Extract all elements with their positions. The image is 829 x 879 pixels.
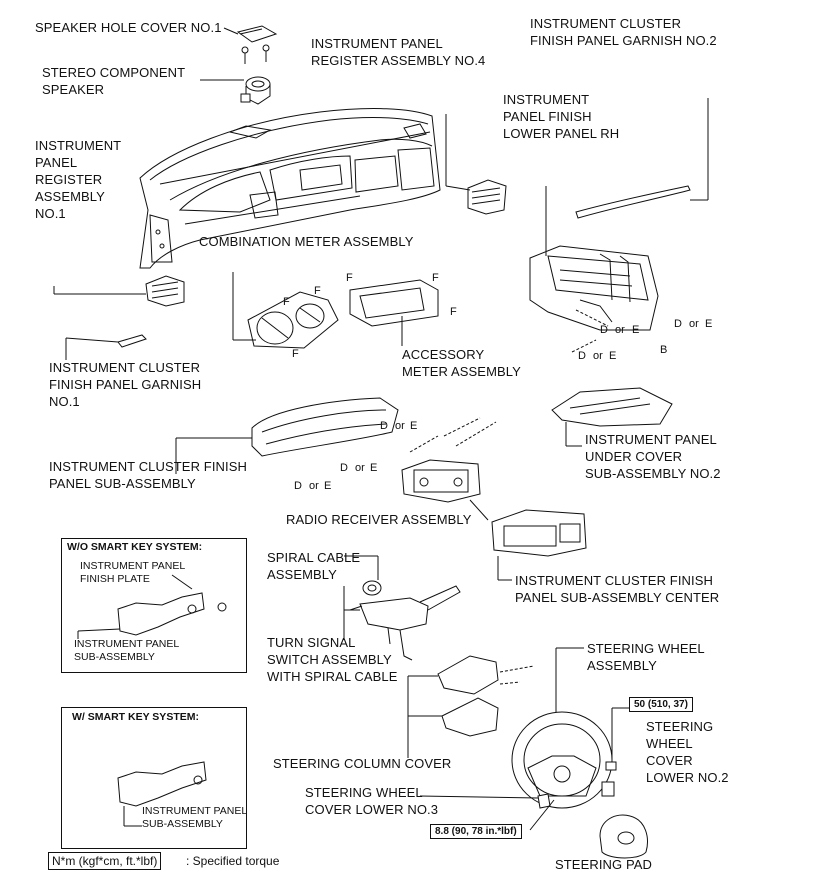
combination-meter-drawing — [247, 291, 339, 349]
label-stereo-component-speaker: STEREO COMPONENT SPEAKER — [42, 65, 186, 97]
torque-steering-pad: 8.8 (90, 78 in.*lbf) — [430, 824, 522, 839]
clip-code-e: E — [632, 324, 640, 336]
label-garnish-no1: INSTRUMENT CLUSTER FINISH PANEL GARNISH … — [49, 360, 202, 409]
turn-signal-switch-drawing — [349, 585, 461, 661]
steering-pad-drawing — [599, 814, 648, 859]
inset-wo-smart-key: W/O SMART KEY SYSTEM: INSTRUMENT PANEL F… — [61, 538, 247, 673]
clip-code-or: or — [395, 420, 405, 432]
label-finish-panel-sub: INSTRUMENT CLUSTER FINISH PANEL SUB-ASSE… — [49, 459, 247, 491]
speaker-hole-cover-drawing — [236, 25, 278, 43]
clip-code-b: B — [660, 344, 668, 356]
steering-wheel-drawing — [511, 711, 613, 809]
register-no4-drawing — [467, 179, 507, 215]
clip-code-f: F — [283, 296, 290, 308]
garnish-no1-drawing — [117, 334, 147, 348]
garnish-no2-drawing — [575, 185, 691, 219]
label-column-cover: STEERING COLUMN COVER — [273, 756, 452, 771]
inset-w-sub-assembly-label: INSTRUMENT PANEL SUB-ASSEMBLY — [142, 805, 248, 830]
clip-code-d: D — [294, 480, 302, 492]
label-register-no1: INSTRUMENT PANEL REGISTER ASSEMBLY NO.1 — [35, 138, 122, 221]
torque-steering-wheel: 50 (510, 37) — [629, 697, 693, 712]
label-garnish-no2: INSTRUMENT CLUSTER FINISH PANEL GARNISH … — [530, 16, 717, 48]
clip-code-e: E — [370, 462, 378, 474]
clip-code-d: D — [578, 350, 586, 362]
label-wheel-cover-lower-no3: STEERING WHEEL COVER LOWER NO.3 — [305, 785, 439, 817]
clip-code-e: E — [410, 420, 418, 432]
clip-code-f: F — [292, 348, 299, 360]
torque-legend-text: : Specified torque — [186, 854, 280, 868]
finish-panel-center-drawing — [491, 509, 587, 557]
label-speaker-hole-cover: SPEAKER HOLE COVER NO.1 — [35, 20, 222, 35]
clip-code-d: D — [380, 420, 388, 432]
label-steering-wheel: STEERING WHEEL ASSEMBLY — [587, 641, 705, 673]
inset-wo-finish-plate-label: INSTRUMENT PANEL FINISH PLATE — [80, 560, 186, 585]
finish-panel-sub-drawing — [251, 397, 399, 457]
clip-code-or: or — [593, 350, 603, 362]
inset-w-smart-key: W/ SMART KEY SYSTEM: INSTRUMENT PANEL SU… — [61, 707, 247, 849]
stereo-speaker-drawing — [240, 76, 271, 105]
label-under-cover-no2: INSTRUMENT PANEL UNDER COVER SUB-ASSEMBL… — [585, 432, 721, 481]
clip-code-d: D — [600, 324, 608, 336]
column-cover-drawing — [437, 655, 499, 737]
clip-code-e: E — [705, 318, 713, 330]
accessory-meter-drawing — [349, 279, 439, 327]
instrument-panel-drawing — [139, 108, 441, 269]
label-spiral-cable: SPIRAL CABLE ASSEMBLY — [267, 550, 361, 582]
label-turn-signal: TURN SIGNAL SWITCH ASSEMBLY WITH SPIRAL … — [267, 635, 398, 684]
radio-receiver-drawing — [401, 459, 481, 503]
clip-code-or: or — [309, 480, 319, 492]
inset-w-title: W/ SMART KEY SYSTEM: — [72, 711, 199, 723]
label-wheel-cover-lower-no2: STEERING WHEEL COVER LOWER NO.2 — [646, 719, 729, 785]
cover-lower-no2-drawing — [601, 761, 617, 797]
clip-code-or: or — [615, 324, 625, 336]
label-register-no4: INSTRUMENT PANEL REGISTER ASSEMBLY NO.4 — [311, 36, 486, 68]
clip-code-e: E — [609, 350, 617, 362]
spiral-cable-drawing — [362, 580, 382, 596]
cover-lower-no3-drawing — [537, 793, 551, 809]
clip-code-d: D — [674, 318, 682, 330]
label-combination-meter: COMBINATION METER ASSEMBLY — [199, 234, 414, 249]
inset-wo-title: W/O SMART KEY SYSTEM: — [67, 541, 203, 553]
label-lower-panel-rh: INSTRUMENT PANEL FINISH LOWER PANEL RH — [503, 92, 620, 141]
clip-code-or: or — [689, 318, 699, 330]
clip-code-f: F — [314, 285, 321, 297]
label-radio-receiver: RADIO RECEIVER ASSEMBLY — [286, 512, 472, 527]
label-finish-panel-center: INSTRUMENT CLUSTER FINISH PANEL SUB-ASSE… — [515, 573, 720, 605]
lower-panel-rh-drawing — [529, 245, 659, 331]
label-accessory-meter: ACCESSORY METER ASSEMBLY — [402, 347, 521, 379]
clip-code-or: or — [355, 462, 365, 474]
clip-code-d: D — [340, 462, 348, 474]
under-cover-no2-drawing — [551, 387, 673, 427]
speaker-screws — [241, 44, 270, 64]
clip-code-f: F — [450, 306, 457, 318]
inset-wo-artwork — [77, 574, 227, 639]
label-steering-pad: STEERING PAD — [555, 857, 653, 872]
inset-wo-sub-assembly-label: INSTRUMENT PANEL SUB-ASSEMBLY — [74, 638, 180, 663]
clip-code-f: F — [432, 272, 439, 284]
register-no1-drawing — [145, 275, 185, 307]
torque-legend-unit: N*m (kgf*cm, ft.*lbf) — [48, 852, 162, 870]
inset-w-artwork — [117, 761, 207, 827]
clip-code-e: E — [324, 480, 332, 492]
clip-code-f: F — [346, 272, 353, 284]
